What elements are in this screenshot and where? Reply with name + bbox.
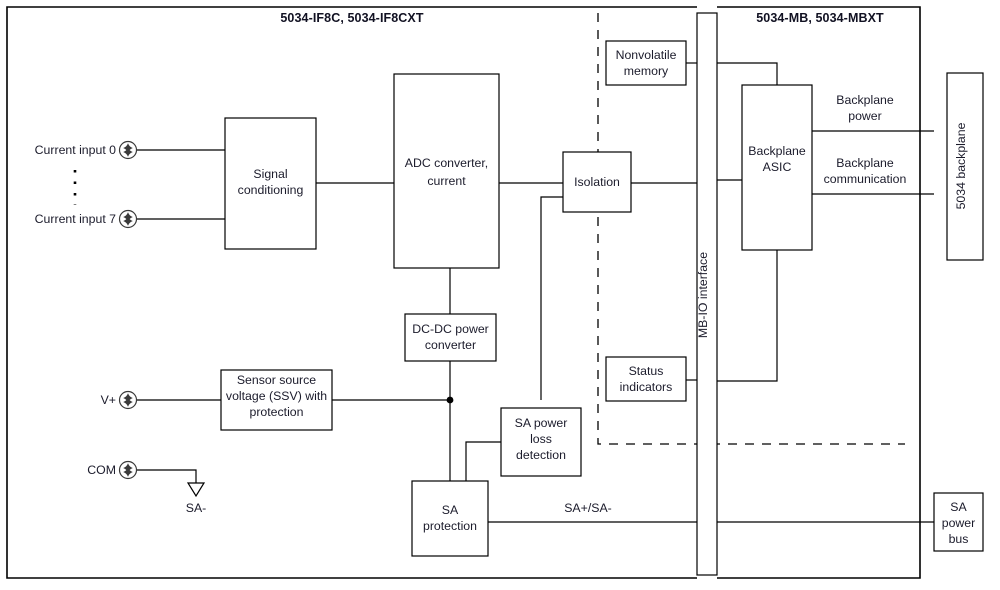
block-label-sa-power-loss-line3: detection [516,448,566,462]
sa-minus-label: SA- [186,501,207,515]
block-label-sa-power-bus-line2: power [942,516,976,530]
block-nonvolatile-memory[interactable] [605,40,687,86]
block-label-ssv-line2: voltage (SSV) with [226,389,327,403]
terminal-label-current-input-0: Current input 0 [35,143,117,157]
block-label-sa-power-loss-line1: SA power [515,416,568,430]
block-label-adc-line2: current [427,174,466,188]
block-label-backplane-asic-line1: Backplane [748,144,806,158]
mb-module-title: 5034-MB, 5034-MBXT [756,11,884,25]
wire-isolation-to-sa-power-loss [540,196,563,400]
terminal-com[interactable] [118,460,138,480]
wire-label-backplane-communication-line2: communication [824,172,907,186]
block-label-ssv-line1: Sensor source [237,373,316,387]
wire-sa-power-loss-to-sa-protection [465,441,501,481]
block-label-dcdc-line2: converter [425,338,476,352]
io-module-frame [6,6,697,579]
block-label-sa-power-loss-line2: loss [530,432,552,446]
block-label-sa-power-bus-line1: SA [950,500,967,514]
wire-label-sa-pair: SA+/SA- [564,501,612,515]
block-label-nonvolatile-memory-line2: memory [624,64,669,78]
block-signal-conditioning[interactable] [224,117,317,250]
block-adc-converter[interactable] [393,73,500,269]
wire-mbio-to-backplane-asic-top [717,62,778,85]
block-mb-io-interface[interactable] [696,12,718,576]
wire-label-backplane-power-line2: power [848,109,882,123]
io-module-title: 5034-IF8C, 5034-IF8CXT [280,11,423,25]
block-label-status-indicators-line1: Status [629,364,664,378]
block-label-sa-protection-line2: protection [423,519,477,533]
block-label-nonvolatile-memory-line1: Nonvolatile [616,48,677,62]
wire-backplane-asic-to-mbio-bottom [717,250,778,382]
block-label-isolation: Isolation [574,175,620,189]
block-label-dcdc-line1: DC-DC power [412,322,489,336]
sa-minus-ground-icon [186,482,206,498]
block-sa-protection[interactable] [411,480,489,557]
block-label-adc-line1: ADC converter, [405,156,488,170]
block-dcdc-converter[interactable] [404,313,497,362]
block-label-sa-protection-line1: SA [442,503,459,517]
terminal-label-v-plus: V+ [101,393,116,407]
terminal-label-current-input-7: Current input 7 [35,212,117,226]
terminal-current-input-7[interactable] [118,209,138,229]
block-backplane-asic[interactable] [741,84,813,251]
block-sa-power-loss-detection[interactable] [500,407,582,477]
block-5034-backplane[interactable] [946,72,984,261]
block-sa-power-bus[interactable] [933,492,984,552]
block-label-signal-conditioning-line2: conditioning [238,183,304,197]
wire-label-backplane-communication-line1: Backplane [836,156,894,170]
block-status-indicators[interactable] [605,356,687,402]
terminal-label-com: COM [87,463,116,477]
block-label-sa-power-bus-line3: bus [949,532,969,546]
wire-com-to-sa-minus [137,469,197,483]
block-isolation[interactable] [562,151,632,213]
wire-label-backplane-power-line1: Backplane [836,93,894,107]
terminal-v-plus[interactable] [118,390,138,410]
block-label-backplane-asic-line2: ASIC [763,160,792,174]
mb-module-frame [717,6,921,579]
junction-dot-power-rail [446,396,454,404]
block-label-mb-io-interface: MB-IO interface [696,252,710,338]
block-label-ssv-line3: protection [249,405,303,419]
terminal-current-input-0[interactable] [118,140,138,160]
block-label-5034-backplane: 5034 backplane [954,122,968,209]
block-label-status-indicators-line2: indicators [620,380,673,394]
block-label-signal-conditioning-line1: Signal [253,167,287,181]
block-sensor-source-voltage[interactable] [220,369,333,431]
